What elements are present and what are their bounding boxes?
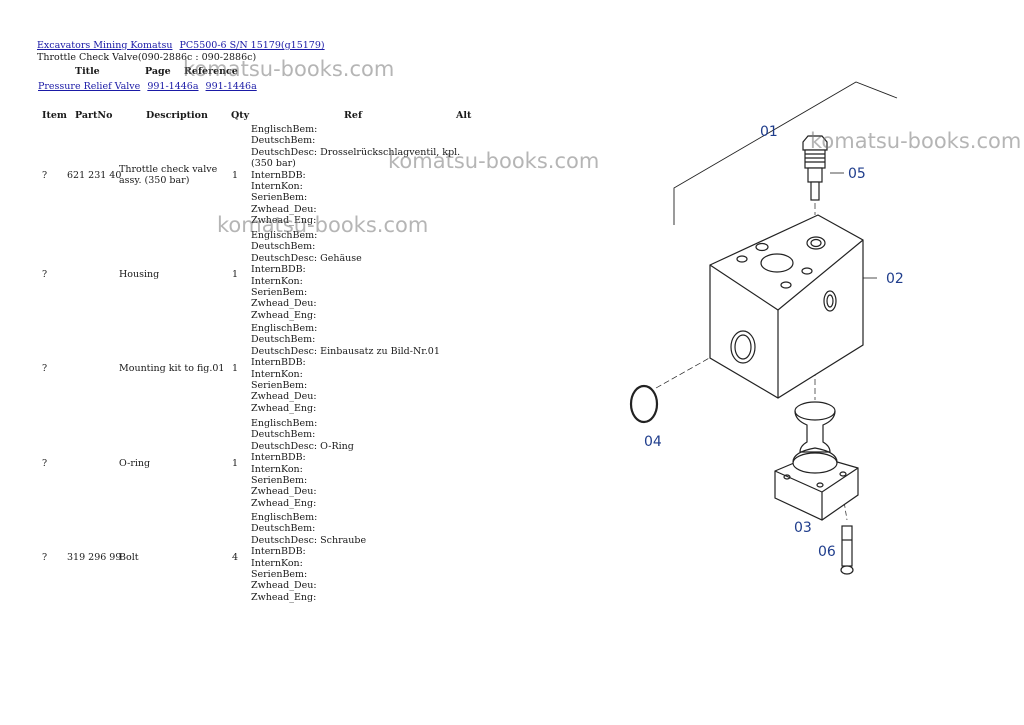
breadcrumb-link-model[interactable]: PC5500-6 S/N 15179(g15179) — [179, 40, 325, 51]
callout-06-label: 06 — [818, 544, 836, 560]
ref-page-link[interactable]: 991-1446a — [147, 81, 199, 92]
watermark-3: komatsu-books.com — [217, 213, 429, 237]
callout-01-label: 01 — [760, 124, 778, 140]
ref-header-page: Page — [145, 66, 171, 77]
row-3-item: ? — [42, 363, 48, 374]
breadcrumb-link-excavators[interactable]: Excavators Mining Komatsu — [37, 40, 173, 51]
row-4-item: ? — [42, 458, 48, 469]
row-2-description: Housing — [119, 269, 160, 280]
col-header-partno: PartNo — [75, 110, 113, 121]
row-2-qty: 1 — [232, 269, 239, 280]
row-1-qty: 1 — [232, 170, 239, 181]
ref-header-reference: Reference — [184, 66, 238, 77]
col-header-qty: Qty — [231, 110, 250, 121]
col-header-alt: Alt — [456, 110, 472, 121]
row-4-qty: 1 — [232, 458, 239, 469]
callout-04-label: 04 — [644, 434, 662, 450]
part-02-housing — [709, 214, 864, 399]
row-2-item: ? — [42, 269, 48, 280]
row-5-item: ? — [42, 552, 48, 563]
row-1-ref: EnglischBem: DeutschBem: DeutschDesc: Dr… — [251, 124, 461, 227]
row-4-description: O-ring — [119, 458, 151, 469]
parts-diagram: 01 02 03 04 05 06 — [629, 81, 904, 575]
row-2-ref: EnglischBem: DeutschBem: DeutschDesc: Ge… — [251, 230, 362, 321]
row-5-ref: EnglischBem: DeutschBem: DeutschDesc: Sc… — [251, 512, 367, 603]
callout-03-label: 03 — [794, 520, 812, 536]
breadcrumb: Excavators Mining Komatsu PC5500-6 S/N 1… — [37, 40, 329, 52]
row-5-partno: 319 296 99 — [67, 552, 122, 563]
col-header-ref: Ref — [344, 110, 363, 121]
ref-row: Pressure Relief Valve 991-1446a 991-1446… — [38, 81, 261, 92]
part-06-bolt — [840, 525, 854, 575]
part-03-mounting-kit — [774, 401, 859, 521]
part-04-o-ring — [629, 384, 659, 424]
ref-header-title: Title — [75, 66, 100, 77]
row-3-ref: EnglischBem: DeutschBem: DeutschDesc: Ei… — [251, 323, 440, 414]
page-subtitle: Throttle Check Valve(090-2886c : 090-288… — [37, 52, 257, 63]
watermark-4: komatsu-books.com — [810, 129, 1022, 153]
row-1-item: ? — [42, 170, 48, 181]
part-05-cartridge — [802, 135, 828, 201]
row-4-ref: EnglischBem: DeutschBem: DeutschDesc: O-… — [251, 418, 354, 509]
col-header-item: Item — [42, 110, 67, 121]
row-5-qty: 4 — [232, 552, 239, 563]
watermark-2: komatsu-books.com — [388, 149, 600, 173]
col-header-description: Description — [146, 110, 208, 121]
ref-title-link[interactable]: Pressure Relief Valve — [38, 81, 141, 92]
ref-reference-link[interactable]: 991-1446a — [205, 81, 257, 92]
watermark-1: komatsu-books.com — [183, 57, 395, 81]
row-5-description: Bolt — [119, 552, 139, 563]
row-1-partno: 621 231 40 — [67, 170, 122, 181]
callout-05-label: 05 — [848, 166, 866, 182]
row-3-qty: 1 — [232, 363, 239, 374]
callout-02-label: 02 — [886, 271, 904, 287]
row-1-description: Throttle check valve assy. (350 bar) — [119, 164, 218, 186]
row-3-description: Mounting kit to fig.01 — [119, 363, 225, 374]
